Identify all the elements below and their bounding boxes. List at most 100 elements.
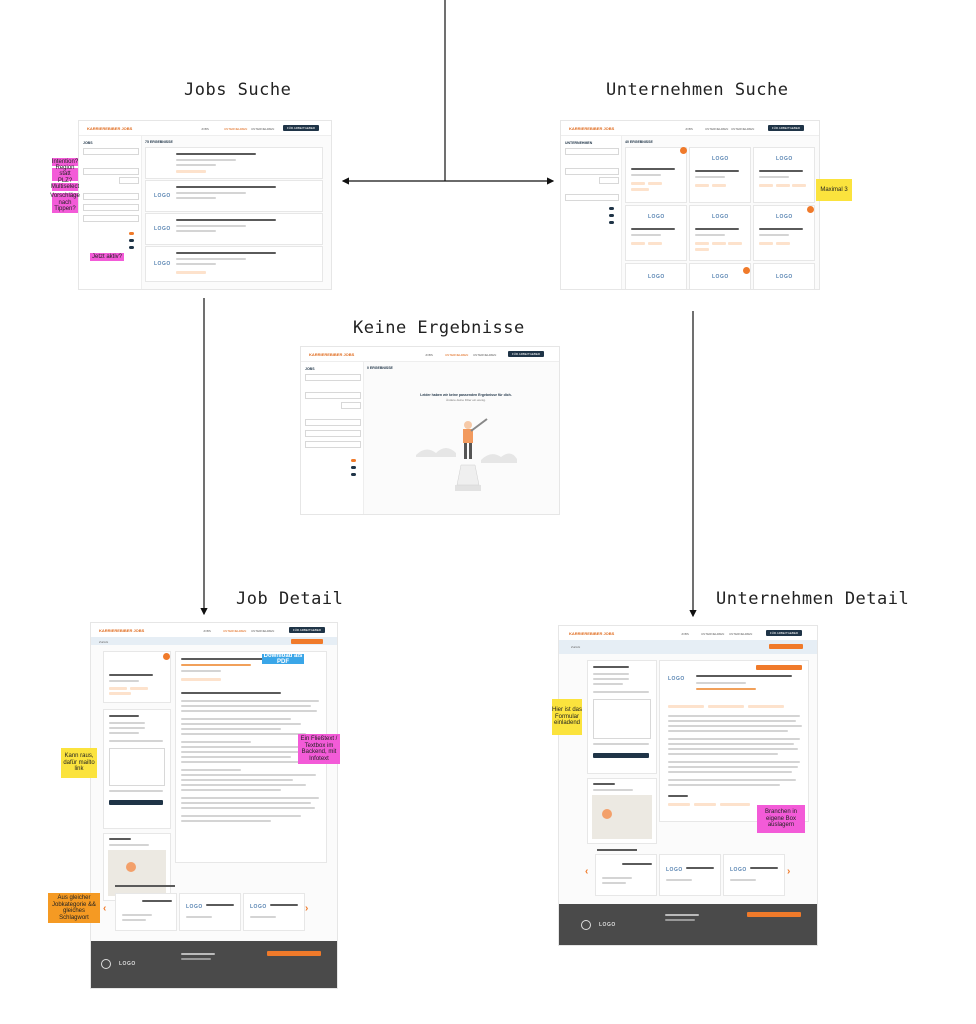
footer-cta-button[interactable] [747, 912, 801, 917]
company-logo: LOGO [154, 261, 171, 267]
employer-button[interactable]: FÜR ARBEITGEBER [283, 125, 319, 131]
nav-jobs[interactable]: JOBS [685, 126, 693, 131]
type-select[interactable] [305, 430, 361, 437]
back-link[interactable]: Zurück [571, 645, 581, 649]
toggle-3[interactable] [351, 473, 356, 476]
carousel-next-icon[interactable]: › [305, 903, 309, 914]
company-card-2[interactable]: LOGO [689, 147, 751, 203]
company-card-5[interactable]: LOGO [689, 205, 751, 261]
toggle-2[interactable] [351, 466, 356, 469]
category-select[interactable] [305, 419, 361, 426]
location-input[interactable] [83, 168, 139, 175]
employer-button[interactable]: FÜR ARBEITGEBER [766, 630, 802, 636]
company-card-1[interactable] [625, 147, 687, 203]
nav-unternehmen[interactable]: UNTERNEHMEN [705, 126, 729, 131]
footer-brand-icon [101, 959, 111, 969]
toggle-1[interactable] [129, 232, 134, 235]
type-select[interactable] [83, 204, 139, 211]
toggle-1[interactable] [609, 207, 614, 210]
keyword-input[interactable] [565, 148, 619, 155]
job-card-2[interactable]: LOGO [145, 180, 323, 212]
nav-unternehmen-2[interactable]: UNTERNEHMEN [251, 628, 275, 633]
company-card-7[interactable]: LOGO [625, 263, 687, 289]
radius-select[interactable] [341, 402, 361, 409]
carousel-next-icon[interactable]: › [787, 866, 791, 877]
nav-unternehmen-2[interactable]: UNTERNEHMEN [731, 126, 755, 131]
message-field[interactable] [109, 748, 165, 786]
apply-button-top[interactable] [291, 638, 323, 644]
employer-button[interactable]: FÜR ARBEITGEBER [508, 351, 544, 357]
sticky-region: Region statt PLZ? [52, 165, 78, 184]
similar-job-card-2[interactable]: LOGO [179, 893, 241, 931]
nav-jobs[interactable]: JOBS [681, 631, 689, 636]
sticky-vorschlaege: Vorschläge nach Tippen? [50, 193, 80, 213]
branche-select[interactable] [83, 215, 139, 222]
map[interactable] [592, 795, 652, 839]
nav-unternehmen-2[interactable]: UNTERNEHMEN [729, 631, 753, 636]
radius-select[interactable] [119, 177, 139, 184]
nav-unternehmen[interactable]: UNTERNEHMEN [701, 631, 725, 636]
toggle-3[interactable] [609, 221, 614, 224]
company-logo: LOGO [712, 274, 729, 280]
nav-jobs[interactable]: JOBS [203, 628, 211, 633]
toggle-1[interactable] [351, 459, 356, 462]
contact-submit-button[interactable] [593, 753, 649, 758]
toggle-2[interactable] [609, 214, 614, 217]
radius-select[interactable] [599, 177, 619, 184]
contact-card [587, 660, 657, 774]
company-card-6[interactable]: LOGO [753, 205, 815, 261]
job-card-3[interactable]: LOGO [145, 213, 323, 245]
jobs-suche-screen: KARRIEREBIBER JOBS JOBS UNTERNEHMEN UNTE… [78, 120, 332, 290]
company-logo: LOGO [154, 193, 171, 199]
keyword-input[interactable] [305, 374, 361, 381]
branche-select[interactable] [565, 194, 619, 201]
job-card-1[interactable] [145, 147, 323, 179]
similar-job-card-1[interactable] [115, 893, 177, 931]
company-card-3[interactable]: LOGO [753, 147, 815, 203]
open-job-card-2[interactable]: LOGO [659, 854, 721, 896]
nav-unternehmen-2[interactable]: UNTERNEHMEN [251, 126, 275, 131]
job-detail-screen: KARRIEREBIBER JOBS JOBS UNTERNEHMEN UNTE… [90, 622, 338, 989]
brand-logo: KARRIEREBIBER JOBS [309, 352, 355, 357]
location-card [587, 778, 657, 844]
company-card-4[interactable]: LOGO [625, 205, 687, 261]
no-results-message: Leider haben wir keine passenden Ergebni… [420, 393, 512, 397]
filter-sidebar: UNTERNEHMEN [561, 136, 622, 289]
company-logo: LOGO [668, 676, 685, 682]
toggle-3[interactable] [129, 246, 134, 249]
branche-select[interactable] [305, 441, 361, 448]
open-job-card-1[interactable] [595, 854, 657, 896]
title-unternehmen-detail: Unternehmen Detail [716, 589, 910, 609]
sticky-maximal-3: Maximal 3 [816, 179, 852, 201]
company-card-9[interactable]: LOGO [753, 263, 815, 289]
contact-submit-button[interactable] [109, 800, 163, 805]
map[interactable] [108, 850, 166, 896]
open-job-card-3[interactable]: LOGO [723, 854, 785, 896]
nav-jobs[interactable]: JOBS [201, 126, 209, 131]
title-keine-ergebnisse: Keine Ergebnisse [353, 318, 525, 338]
job-card-4[interactable]: LOGO [145, 246, 323, 282]
carousel-prev-icon[interactable]: ‹ [103, 903, 107, 914]
toggle-2[interactable] [129, 239, 134, 242]
employer-button[interactable]: FÜR ARBEITGEBER [289, 627, 325, 633]
nav-unternehmen-2[interactable]: UNTERNEHMEN [473, 352, 497, 357]
nav-unternehmen[interactable]: UNTERNEHMEN [224, 126, 248, 131]
back-link[interactable]: Zurück [99, 639, 109, 644]
carousel-prev-icon[interactable]: ‹ [585, 866, 589, 877]
location-input[interactable] [305, 392, 361, 399]
unternehmen-detail-screen: KARRIEREBIBER JOBS JOBS UNTERNEHMEN UNTE… [558, 625, 818, 946]
category-select[interactable] [83, 193, 139, 200]
employer-button[interactable]: FÜR ARBEITGEBER [768, 125, 804, 131]
message-field[interactable] [593, 699, 651, 739]
nav-unternehmen[interactable]: UNTERNEHMEN [445, 352, 469, 357]
nav-jobs[interactable]: JOBS [425, 352, 433, 357]
apply-button-top[interactable] [769, 644, 803, 649]
company-card-8[interactable]: LOGO [689, 263, 751, 289]
follow-button[interactable] [756, 665, 802, 670]
similar-job-card-3[interactable]: LOGO [243, 893, 305, 931]
location-input[interactable] [565, 168, 619, 175]
keyword-input[interactable] [83, 148, 139, 155]
results-heading: 75 ERGEBNISSE [145, 140, 173, 144]
nav-unternehmen[interactable]: UNTERNEHMEN [223, 628, 247, 633]
footer-cta-button[interactable] [267, 951, 321, 956]
